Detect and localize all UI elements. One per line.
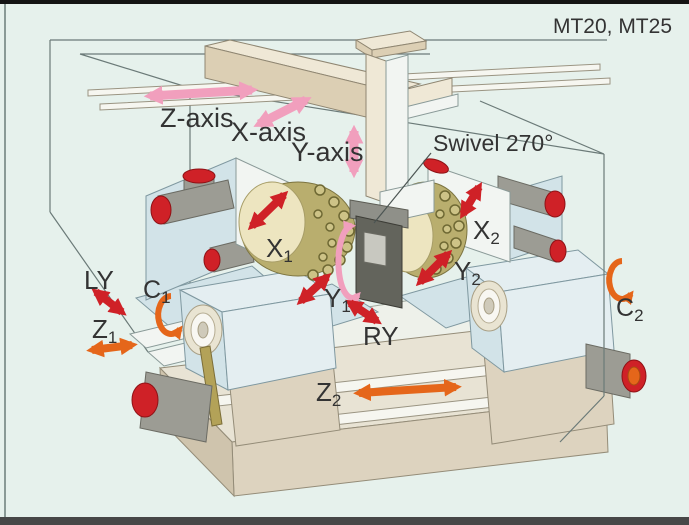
- label-z1: Z1: [92, 314, 117, 347]
- label-y1: Y1: [324, 283, 351, 316]
- left-turret-motor-top-cap: [182, 168, 216, 184]
- x1-arrow: [247, 190, 289, 231]
- label-z2: Z2: [316, 377, 341, 410]
- label-x2: X2: [473, 215, 500, 248]
- swivel-leader-line: [373, 152, 432, 224]
- label-y2: Y2: [454, 256, 481, 289]
- label-ly: LY: [84, 265, 114, 295]
- label-swivel: Swivel 270°: [433, 130, 553, 156]
- left-headstock: [178, 269, 341, 447]
- c1-arrow: [155, 293, 183, 340]
- left-motor-cap: [131, 382, 159, 418]
- frame-top-edge: [0, 0, 689, 4]
- left-turret-motor-lower-cap: [203, 248, 221, 272]
- right-spindle-motor-cap-center: [627, 366, 641, 386]
- tool-clamp: [363, 231, 387, 267]
- left-base-motor: [131, 371, 213, 443]
- label-ry: RY: [363, 321, 399, 351]
- label-y-axis: Y-axis: [291, 137, 364, 167]
- left-headstock-front-face: [221, 293, 337, 391]
- right-headstock: [464, 249, 647, 445]
- column-shaft-right: [385, 54, 409, 204]
- gantry: [204, 30, 459, 204]
- y2-arrow: [415, 249, 453, 287]
- labels: MT20, MT25 Z-axis X-axis Y-axis Swivel 2…: [84, 15, 672, 410]
- label-c1: C1: [143, 276, 171, 307]
- label-x1: X1: [266, 233, 293, 266]
- left-turret-motor-side-cap: [150, 195, 172, 225]
- swivel-tool-head: [349, 179, 435, 309]
- model-label: MT20, MT25: [553, 15, 672, 38]
- x2-arrow: [459, 181, 483, 220]
- left-spindle-bore: [197, 321, 209, 339]
- ly-arrow: [91, 288, 127, 316]
- ry-arrow: [345, 299, 382, 325]
- label-z-axis: Z-axis: [160, 103, 234, 133]
- column-cap-side: [371, 40, 427, 59]
- label-c2: C2: [616, 294, 644, 325]
- z-axis-arrow: [143, 81, 259, 105]
- label-x-axis: X-axis: [231, 117, 306, 147]
- frame-bottom-edge: [0, 517, 689, 525]
- column-shaft-left: [365, 53, 387, 204]
- z2-arrow: [353, 378, 462, 402]
- right-turret-motor-upper-cap: [544, 190, 566, 218]
- frame-left-edge: [4, 4, 6, 517]
- right-turret-motor-lower-cap: [549, 239, 567, 263]
- left-turret: [145, 157, 356, 301]
- right-spindle-bore: [483, 297, 495, 315]
- enclosure-right-edge: [559, 154, 605, 443]
- swivel-arrow: [335, 220, 361, 306]
- x-axis-arrow: [253, 95, 312, 129]
- y1-arrow: [296, 273, 332, 305]
- z1-arrow: [86, 337, 138, 358]
- right-spindle-motor: [585, 343, 631, 399]
- tool-head-cap: [349, 199, 409, 229]
- motion-arrows: [86, 81, 634, 402]
- c2-arrow: [606, 258, 634, 305]
